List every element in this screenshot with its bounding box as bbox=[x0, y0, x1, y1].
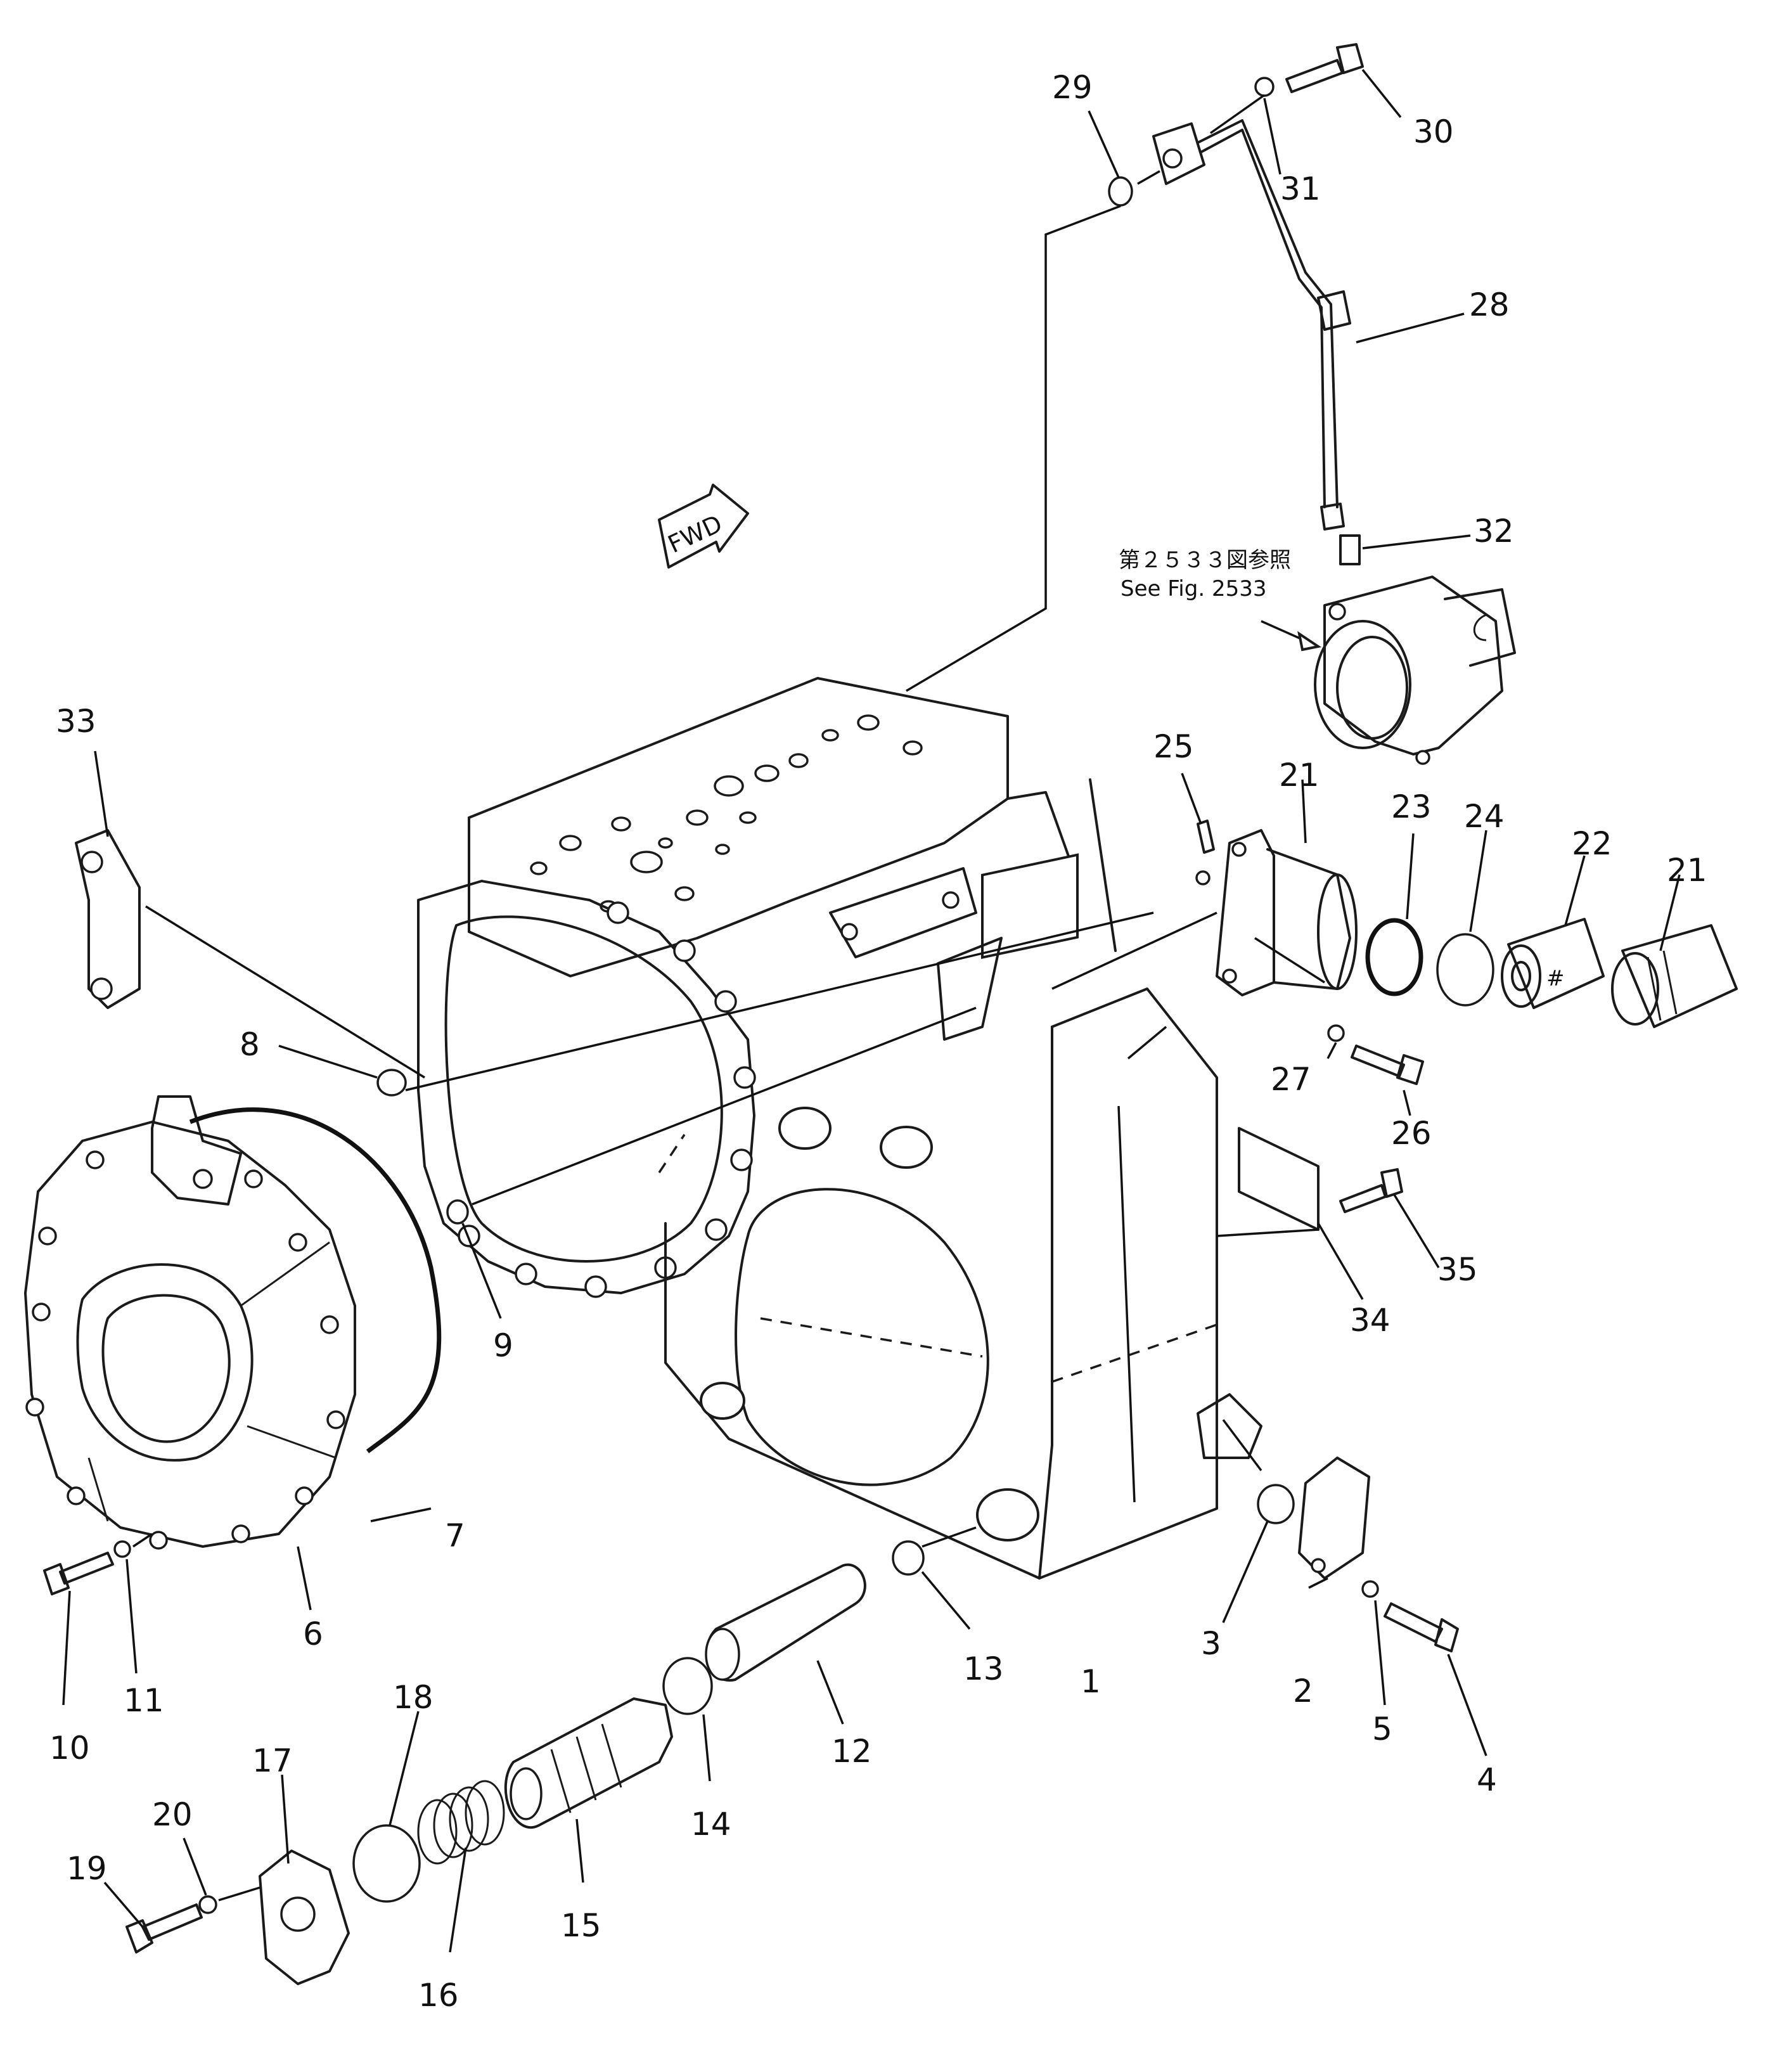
callout-2: 2 bbox=[1293, 1673, 1313, 1709]
callout-6: 6 bbox=[303, 1616, 323, 1652]
cover-plate-2 bbox=[1298, 1457, 1370, 1580]
fwd-direction-marker: FWD bbox=[658, 484, 749, 569]
callout-28: 28 bbox=[1469, 286, 1510, 323]
bolt-35 bbox=[1339, 1168, 1403, 1213]
washer-27 bbox=[1327, 1024, 1345, 1042]
washer-31 bbox=[1254, 77, 1275, 97]
o-ring-8 bbox=[376, 1069, 407, 1097]
bolt-4 bbox=[1384, 1602, 1459, 1652]
callout-15: 15 bbox=[561, 1907, 601, 1944]
valve-plate-holes bbox=[530, 714, 923, 913]
o-ring-24 bbox=[1436, 933, 1494, 1007]
callout-35: 35 bbox=[1437, 1251, 1478, 1288]
callout-33: 33 bbox=[56, 703, 96, 740]
washer-20 bbox=[198, 1895, 217, 1914]
front-flange-bolts bbox=[458, 901, 756, 1298]
o-ring-9 bbox=[446, 1199, 469, 1225]
callout-1: 1 bbox=[1081, 1663, 1101, 1700]
o-ring-14 bbox=[662, 1657, 713, 1715]
callout-20: 20 bbox=[152, 1796, 193, 1833]
reference-note-jp: 第２５３３図参照 bbox=[1119, 548, 1291, 573]
callout-9: 9 bbox=[493, 1327, 513, 1364]
transmission-case bbox=[417, 677, 1262, 1580]
callout-12: 12 bbox=[832, 1733, 872, 1770]
callout-leaders bbox=[62, 68, 1681, 1953]
callout-8: 8 bbox=[240, 1026, 260, 1063]
callout-10: 10 bbox=[49, 1730, 90, 1766]
callout-7: 7 bbox=[445, 1517, 465, 1554]
splined-shaft-15 bbox=[504, 1697, 673, 1829]
reference-note-en: See Fig. 2533 bbox=[1121, 576, 1266, 602]
referenced-assembly bbox=[1314, 576, 1516, 765]
svg-text:#: # bbox=[1546, 966, 1565, 991]
reference-note: 第２５３３図参照 See Fig. 2533 bbox=[1119, 548, 1291, 602]
cover-21-left bbox=[1216, 829, 1358, 996]
callout-21-right: 21 bbox=[1667, 852, 1707, 889]
o-ring-18 bbox=[352, 1824, 421, 1903]
o-ring-13 bbox=[892, 1540, 925, 1576]
bracket-33 bbox=[75, 829, 141, 1009]
bolt-10 bbox=[43, 1552, 114, 1595]
o-ring-3 bbox=[1257, 1484, 1295, 1524]
fwd-label: FWD bbox=[664, 510, 726, 558]
callout-29: 29 bbox=[1052, 69, 1093, 106]
bolt-26 bbox=[1351, 1045, 1424, 1085]
callout-25: 25 bbox=[1153, 728, 1194, 765]
o-ring-23 bbox=[1365, 918, 1423, 996]
front-cover bbox=[24, 1095, 356, 1550]
washer-11 bbox=[113, 1540, 131, 1558]
callout-32: 32 bbox=[1474, 513, 1514, 550]
callout-5: 5 bbox=[1372, 1711, 1392, 1747]
callout-31: 31 bbox=[1280, 171, 1321, 207]
filter-22: # bbox=[1501, 918, 1605, 1009]
bolt-30 bbox=[1285, 43, 1364, 93]
callout-19: 19 bbox=[67, 1850, 107, 1887]
o-ring-29 bbox=[1108, 176, 1133, 207]
cap-17 bbox=[259, 1850, 350, 1985]
callout-34: 34 bbox=[1350, 1302, 1390, 1339]
callout-4: 4 bbox=[1477, 1761, 1497, 1798]
pin-25 bbox=[1197, 820, 1215, 854]
callout-23: 23 bbox=[1391, 788, 1432, 825]
callout-22: 22 bbox=[1572, 825, 1612, 862]
callout-17: 17 bbox=[252, 1742, 293, 1779]
callout-13: 13 bbox=[963, 1651, 1004, 1687]
callout-18: 18 bbox=[393, 1679, 434, 1716]
plate-34 bbox=[1238, 1127, 1320, 1231]
washer-5 bbox=[1361, 1580, 1379, 1598]
callout-labels: 1 2 3 4 5 6 7 8 9 10 11 12 13 14 15 16 1… bbox=[49, 69, 1707, 2014]
assembly-lines bbox=[132, 94, 1325, 1901]
callout-24: 24 bbox=[1464, 798, 1505, 835]
fitting-32 bbox=[1339, 534, 1361, 565]
bolt-19 bbox=[125, 1903, 203, 1953]
callout-26: 26 bbox=[1391, 1115, 1432, 1152]
front-cover-bolts bbox=[25, 1150, 345, 1550]
spring-16 bbox=[417, 1780, 505, 1865]
callout-14: 14 bbox=[691, 1806, 731, 1843]
callout-3: 3 bbox=[1201, 1625, 1221, 1662]
large-o-ring bbox=[189, 1107, 442, 1453]
callout-27: 27 bbox=[1271, 1061, 1311, 1098]
callout-21-left: 21 bbox=[1279, 757, 1320, 794]
callout-16: 16 bbox=[418, 1977, 459, 2014]
pipe-28 bbox=[1152, 119, 1351, 531]
cover-21-right bbox=[1611, 924, 1738, 1028]
callout-30: 30 bbox=[1413, 113, 1454, 150]
callout-11: 11 bbox=[124, 1682, 164, 1719]
